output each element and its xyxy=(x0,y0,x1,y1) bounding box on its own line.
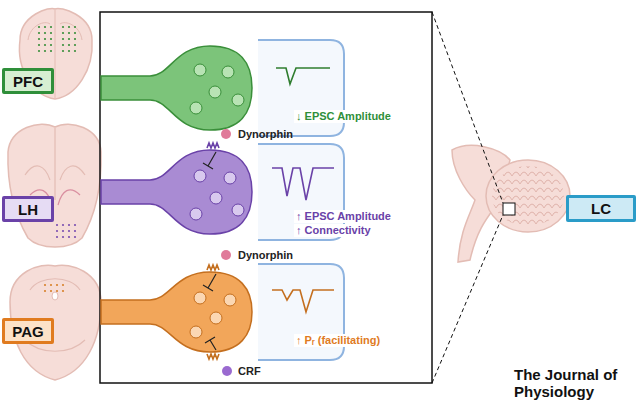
pag-synapse xyxy=(101,250,344,376)
effect-label: ↑ Pᵣ (facilitating) xyxy=(294,334,382,347)
region-label-box: PAG xyxy=(2,318,54,344)
zoom-line xyxy=(432,215,503,383)
journal-logo: The Journal of Physiology xyxy=(512,366,638,400)
pag-slice xyxy=(10,265,101,380)
region-label-box: PFC xyxy=(2,68,54,94)
zoom-line xyxy=(432,12,503,203)
effect-label: ↓ EPSC Amplitude xyxy=(294,110,393,123)
lh-slice xyxy=(8,124,101,247)
region-name: PAG xyxy=(12,323,43,340)
ligand-label: Dynorphin xyxy=(236,249,295,262)
region-name: LH xyxy=(18,201,38,218)
effect-label: ↑ EPSC Amplitude xyxy=(294,210,393,223)
region-name: PFC xyxy=(13,73,43,90)
effect-label: ↑ Connectivity xyxy=(294,224,373,237)
region-label-box: LH xyxy=(2,196,54,222)
ligand-label: CRF xyxy=(236,365,263,378)
region-name: LC xyxy=(591,200,611,217)
sagittal-brain xyxy=(432,12,570,383)
ligand-label: Dynorphin xyxy=(236,128,295,141)
inset-frame xyxy=(100,12,432,383)
region-label-box: LC xyxy=(566,195,636,222)
lc-inset-square xyxy=(503,203,515,215)
